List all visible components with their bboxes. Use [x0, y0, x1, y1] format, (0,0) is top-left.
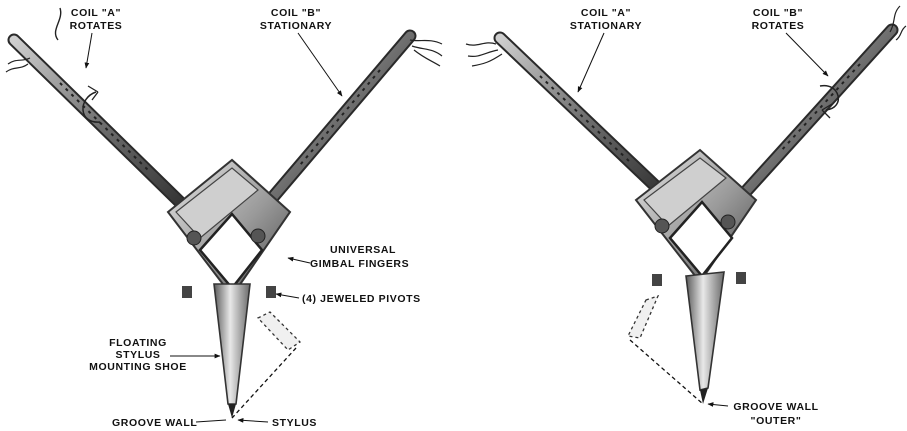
label-stylus-text: STYLUS	[272, 417, 317, 429]
label-right-coil-b-line1: COIL "B"	[753, 7, 803, 19]
label-jeweled-pivots: (4) JEWELED PIVOTS	[276, 293, 421, 305]
right-gimbal-block	[636, 150, 756, 286]
label-shoe-line1: FLOATING	[109, 337, 167, 349]
right-stylus-shoe	[686, 272, 724, 404]
leader-left-coil-a	[86, 33, 92, 68]
label-right-groove-wall: GROOVE WALL "OUTER"	[708, 401, 819, 427]
label-left-groove-wall: GROOVE WALL	[112, 417, 226, 429]
label-left-coil-b-line2: STATIONARY	[260, 20, 332, 32]
label-right-coil-b-line2: ROTATES	[752, 20, 805, 32]
label-gimbal-line1: UNIVERSAL	[330, 244, 396, 256]
leader-right-groove-wall	[708, 404, 728, 406]
label-right-coil-a: COIL "A" STATIONARY	[570, 7, 642, 92]
right-pivot-left	[652, 274, 662, 286]
right-coil-b-rod	[740, 6, 906, 198]
label-right-coil-a-line2: STATIONARY	[570, 20, 642, 32]
left-assembly	[6, 8, 442, 418]
label-left-coil-b-line1: COIL "B"	[271, 7, 321, 19]
label-floating-shoe: FLOATING STYLUS MOUNTING SHOE	[89, 337, 220, 373]
label-left-groove-wall-text: GROOVE WALL	[112, 417, 197, 429]
right-assembly	[466, 6, 906, 404]
left-coil-a-rod	[6, 8, 190, 212]
leader-right-coil-a	[578, 33, 604, 92]
label-left-coil-a-line2: ROTATES	[70, 20, 123, 32]
left-pivot-left	[182, 286, 192, 298]
label-shoe-line3: MOUNTING SHOE	[89, 361, 187, 373]
label-pivots-text: (4) JEWELED PIVOTS	[302, 293, 421, 305]
label-stylus: STYLUS	[238, 417, 317, 429]
right-pivot-right	[736, 272, 746, 284]
label-right-groove-wall-line1: GROOVE WALL	[733, 401, 818, 413]
leader-pivots	[276, 294, 299, 298]
label-left-coil-b: COIL "B" STATIONARY	[260, 7, 342, 96]
left-stylus-shoe	[214, 284, 250, 418]
label-shoe-line2: STYLUS	[115, 349, 160, 361]
label-left-coil-a: COIL "A" ROTATES	[70, 7, 123, 68]
leader-left-groove-wall	[196, 420, 226, 422]
label-right-groove-wall-line2: "OUTER"	[751, 415, 802, 427]
label-right-coil-a-line1: COIL "A"	[581, 7, 631, 19]
label-right-coil-b: COIL "B" ROTATES	[752, 7, 828, 76]
left-gimbal-block	[168, 160, 290, 298]
label-gimbal-fingers: UNIVERSAL GIMBAL FINGERS	[288, 244, 409, 270]
label-left-coil-a-line1: COIL "A"	[71, 7, 121, 19]
leader-left-coil-b	[298, 33, 342, 96]
left-pivot-right	[266, 286, 276, 298]
leader-right-coil-b	[786, 33, 828, 76]
leader-stylus	[238, 420, 268, 422]
label-gimbal-line2: GIMBAL FINGERS	[310, 258, 409, 270]
right-coil-a-rod	[466, 38, 670, 200]
leader-gimbal	[288, 258, 310, 263]
left-coil-b-rod	[262, 36, 442, 210]
